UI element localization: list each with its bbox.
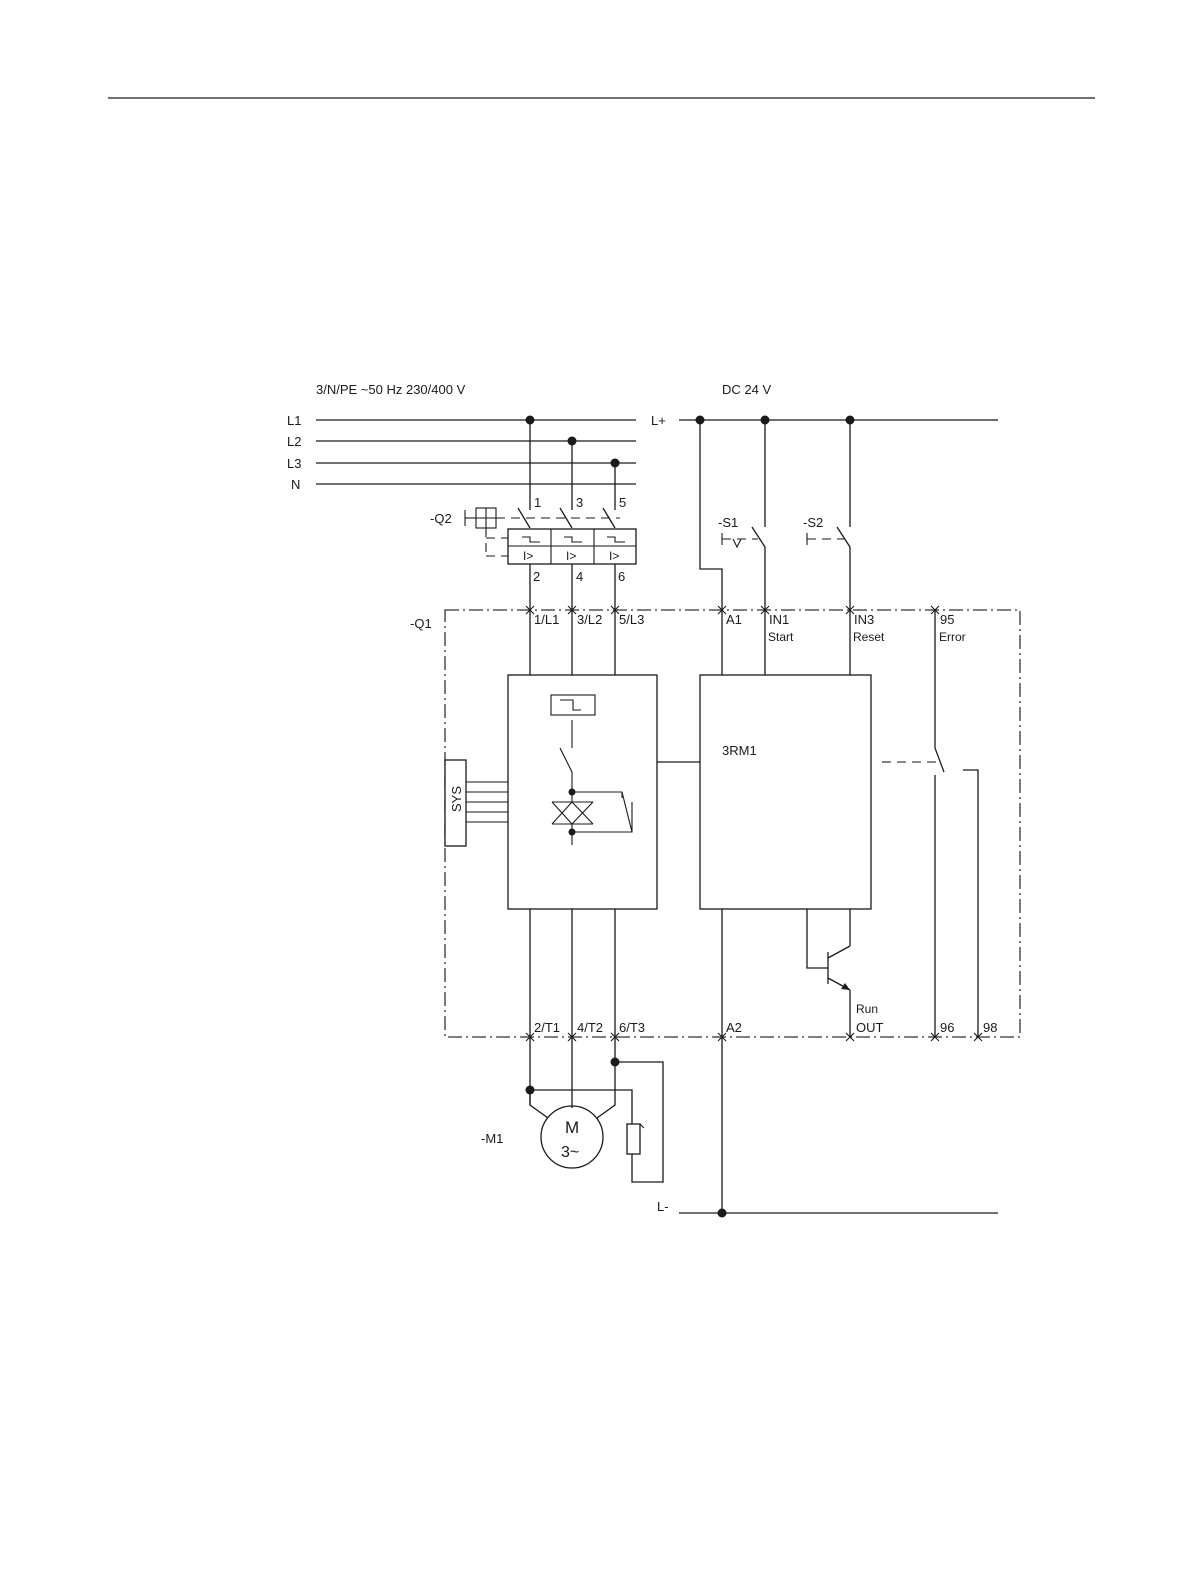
controller-3rm1: 3RM1: [700, 675, 871, 909]
terminal-1-l1: 1/L1: [534, 612, 559, 627]
terminal-98: 98: [983, 1020, 997, 1035]
sys-interface: SYS: [445, 760, 508, 846]
motor-tag: -M1: [481, 1131, 503, 1146]
breaker-terminal-1: 1: [534, 495, 541, 510]
dc-minus-bus: [679, 1209, 998, 1218]
motor-label-m: M: [565, 1118, 579, 1137]
breaker-terminal-3: 3: [576, 495, 583, 510]
breaker-terminal-6: 6: [618, 569, 625, 584]
ac-supply-label: 3/N/PE ~50 Hz 230/400 V: [316, 382, 466, 397]
circuit-breaker-q2: 1 3 5 -Q2 I> I> I> 2 4 6: [430, 495, 636, 584]
trip-symbol-3: I>: [609, 549, 619, 563]
phase-label-n: N: [291, 477, 300, 492]
terminal-in3: IN3: [854, 612, 874, 627]
dc-plus-bus: [679, 416, 998, 425]
terminal-out-desc: Run: [856, 1002, 878, 1016]
motor-label-3phase: 3~: [561, 1144, 579, 1161]
terminal-out: OUT: [856, 1020, 884, 1035]
error-relay-contact: [882, 610, 978, 1037]
ac-bus: [316, 416, 636, 485]
breaker-terminal-2: 2: [533, 569, 540, 584]
breaker-terminal-4: 4: [576, 569, 583, 584]
terminal-in3-desc: Reset: [853, 630, 885, 644]
terminal-3-l2: 3/L2: [577, 612, 602, 627]
terminal-96: 96: [940, 1020, 954, 1035]
dc-supply-label: DC 24 V: [722, 382, 771, 397]
breaker-terminal-5: 5: [619, 495, 626, 510]
terminal-5-l3: 5/L3: [619, 612, 644, 627]
phase-label-l1: L1: [287, 413, 301, 428]
terminal-in1-desc: Start: [768, 630, 794, 644]
controller-label: 3RM1: [722, 743, 757, 758]
dc-minus-label: L-: [657, 1199, 669, 1214]
transistor-output: [807, 909, 850, 1037]
trip-symbol-2: I>: [566, 549, 576, 563]
trip-symbol-1: I>: [523, 549, 533, 563]
terminal-4-t2: 4/T2: [577, 1020, 603, 1035]
phase-label-l3: L3: [287, 456, 301, 471]
phase-drops: [530, 420, 615, 510]
reset-pushbutton-s2: -S2: [803, 515, 850, 547]
start-pushbutton-s1: -S1: [718, 515, 765, 547]
terminal-a1: A1: [726, 612, 742, 627]
sys-label: SYS: [449, 786, 464, 812]
terminal-6-t3: 6/T3: [619, 1020, 645, 1035]
device-tag: -Q1: [410, 616, 432, 631]
switch-s2-tag: -S2: [803, 515, 823, 530]
terminal-in1: IN1: [769, 612, 789, 627]
terminal-95: 95: [940, 612, 954, 627]
terminal-a2: A2: [726, 1020, 742, 1035]
phase-label-l2: L2: [287, 434, 301, 449]
power-switching-block: [508, 675, 657, 909]
switch-s1-tag: -S1: [718, 515, 738, 530]
breaker-tag: -Q2: [430, 511, 452, 526]
dc-plus-label: L+: [651, 413, 666, 428]
terminal-2-t1: 2/T1: [534, 1020, 560, 1035]
terminal-95-desc: Error: [939, 630, 966, 644]
